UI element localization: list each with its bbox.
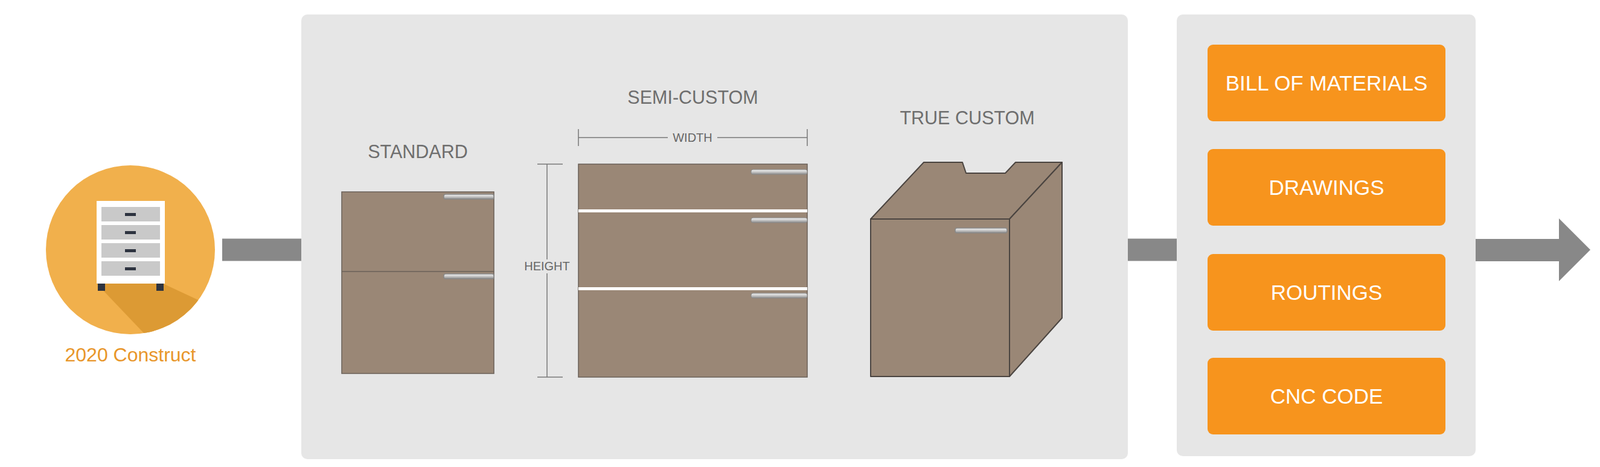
output-arrow-shaft xyxy=(1473,239,1561,262)
logo-node: 2020 Construct xyxy=(38,165,223,377)
output-label: DRAWINGS xyxy=(1268,175,1384,200)
brand-name: 2020 Construct xyxy=(38,344,223,367)
flow-bar xyxy=(1127,239,1177,262)
cabinet-heading: SEMI-CUSTOM xyxy=(571,84,815,110)
output-box: CNC CODE xyxy=(1207,358,1446,435)
dimension-label: HEIGHT xyxy=(519,259,575,274)
cabinet-type: SEMI-CUSTOM xyxy=(571,84,815,378)
dimension-label: WIDTH xyxy=(667,131,718,145)
output-box: DRAWINGS xyxy=(1207,149,1446,226)
flow-bar xyxy=(222,239,302,262)
output-box: ROUTINGS xyxy=(1207,254,1446,331)
group-panel: STANDARD SEMI-CUSTOM TRUE CUSTOM xyxy=(301,14,1128,460)
output-arrow-head xyxy=(1558,218,1591,282)
cabinet-heading: TRUE CUSTOM xyxy=(863,105,1072,131)
output-label: CNC CODE xyxy=(1270,384,1384,409)
output-box: BILL OF MATERIALS xyxy=(1207,44,1446,122)
output-label: BILL OF MATERIALS xyxy=(1225,71,1428,96)
logo-icon xyxy=(45,165,254,411)
cabinet-type: STANDARD xyxy=(334,138,502,374)
group-panel: BILL OF MATERIALS DRAWINGS ROUTINGS CNC COD… xyxy=(1176,14,1476,457)
cabinet-type: TRUE CUSTOM xyxy=(863,105,1072,378)
cabinet-heading: STANDARD xyxy=(334,138,502,165)
output-label: ROUTINGS xyxy=(1270,280,1383,305)
